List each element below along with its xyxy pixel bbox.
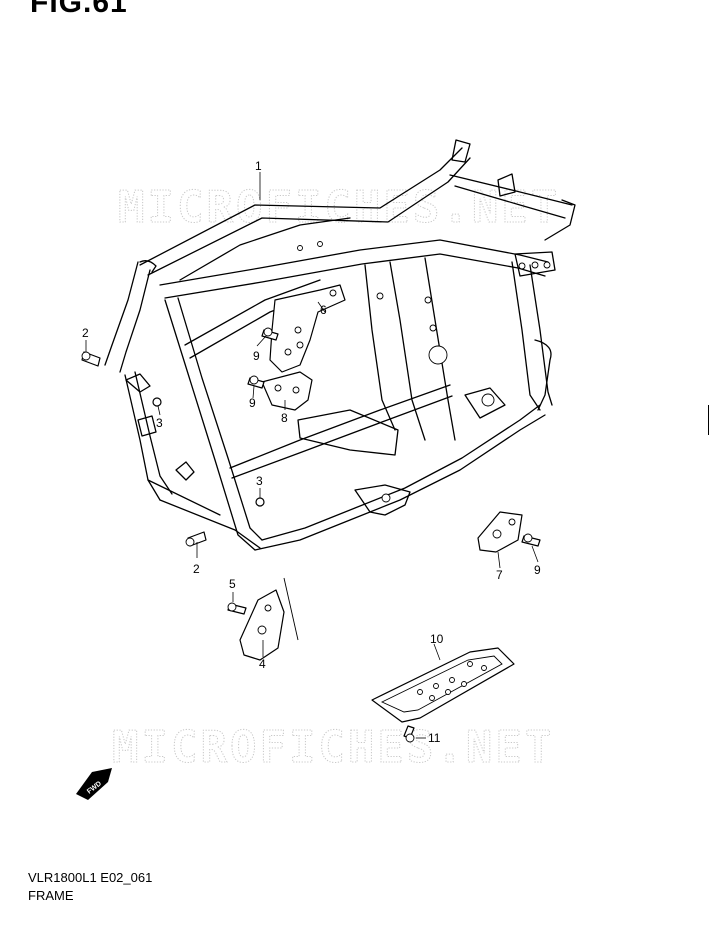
callout-6: 6 xyxy=(320,303,327,317)
bolt-9-c xyxy=(521,533,541,547)
drawing-code: VLR1800L1 E02_061 xyxy=(28,870,153,885)
callout-9-a: 9 xyxy=(253,349,260,363)
edge-tick-mark xyxy=(708,405,718,435)
callout-7: 7 xyxy=(496,568,503,582)
leader-lines xyxy=(85,172,539,739)
bolt-9-a xyxy=(261,327,279,341)
part-4-bracket xyxy=(239,577,299,661)
figure-caption: FRAME xyxy=(28,888,74,903)
fwd-arrow-icon: FWD xyxy=(76,768,112,800)
callout-3-lower: 3 xyxy=(256,474,263,488)
nut-3-lower xyxy=(255,497,265,507)
bolt-2-upper xyxy=(81,351,101,367)
callout-9-c: 9 xyxy=(534,563,541,577)
part-8-bracket xyxy=(261,371,313,411)
frame-main xyxy=(104,139,576,551)
callout-2-upper: 2 xyxy=(82,326,89,340)
callout-2-lower: 2 xyxy=(193,562,200,576)
callout-8: 8 xyxy=(281,411,288,425)
bolt-9-b xyxy=(247,375,265,389)
callout-10: 10 xyxy=(430,632,444,646)
callout-11: 11 xyxy=(428,731,441,745)
callout-9-b: 9 xyxy=(249,396,256,410)
bolt-5 xyxy=(227,602,247,615)
nut-3-upper xyxy=(152,397,162,407)
part-10-skid-plate xyxy=(371,647,515,723)
bolt-11 xyxy=(403,725,415,743)
part-7-bracket xyxy=(477,511,523,553)
part-6-bracket xyxy=(269,284,346,373)
watermark-bottom: MICROFICHES.NET xyxy=(112,722,554,773)
callout-1: 1 xyxy=(255,159,262,173)
callout-4: 4 xyxy=(259,657,266,671)
figure-title: FIG.61 xyxy=(30,0,128,19)
callout-5: 5 xyxy=(229,577,236,591)
bolt-2-lower xyxy=(185,531,207,547)
callout-3-upper: 3 xyxy=(156,416,163,430)
